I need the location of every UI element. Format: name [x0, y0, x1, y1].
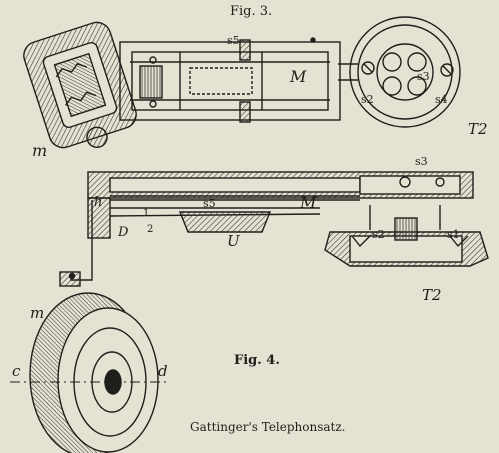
fig4-label-s1: s1	[447, 228, 460, 241]
fig4-label-2: 2	[147, 224, 153, 235]
fig4-label-s5: s5	[203, 197, 216, 210]
fig4-label-T2: T2	[422, 286, 442, 304]
fig4-title: Fig. 4.	[234, 353, 280, 368]
fig4-label-h: h	[94, 195, 102, 210]
fig4-label-s2: s2	[372, 228, 385, 241]
fig3-label-s2: s2	[361, 93, 374, 106]
fig4-label-s3: s3	[415, 155, 428, 168]
fig4-label-d: d	[158, 362, 168, 380]
plate-caption: Gattinger's Telephonsatz.	[190, 420, 346, 434]
fig3-label-s3: s3	[417, 70, 430, 83]
fig3-label-M: M	[289, 67, 307, 86]
fig3-title: Fig. 3.	[230, 4, 273, 19]
fig3-frame	[119, 41, 341, 121]
fig4-label-m: m	[30, 304, 44, 322]
fig4-label-1: 1	[143, 208, 149, 219]
fig3-drawing	[23, 16, 461, 149]
fig3-label-s5: s5	[227, 34, 240, 47]
fig4-label-c: c	[12, 362, 21, 380]
fig4-label-U: U	[227, 232, 241, 250]
fig3-label-T2: T2	[468, 120, 488, 138]
fig3-label-m: m	[32, 141, 47, 160]
fig4-block-U	[178, 211, 272, 233]
fig3-label-s4: s4	[435, 93, 448, 106]
fig3-labels: s5 M m s2 s3 s4 T2	[32, 34, 488, 160]
fig4-label-D: D	[117, 225, 129, 240]
fig4-label-M: M	[299, 193, 317, 212]
fig4-labels: s3 h M s5 1 2 D U s2 s1 T2 m c d	[12, 155, 460, 380]
fig3-cap	[349, 16, 461, 128]
fig4-drawing	[10, 171, 489, 453]
fig3-earpiece	[23, 21, 137, 149]
